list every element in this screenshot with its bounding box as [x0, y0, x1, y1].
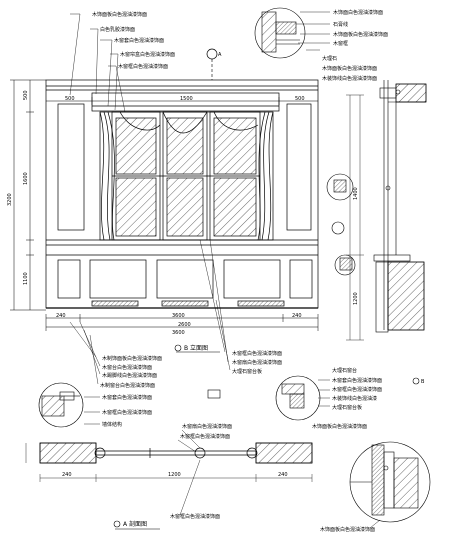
detail-top-right	[254, 7, 306, 59]
label-plan-left-1: 木窗框白色混油漆饰面	[102, 409, 152, 416]
label-bottom-3: 木制窗台白色混油漆饰面	[100, 382, 155, 389]
wainscot-panel-3	[156, 259, 214, 299]
elevation-title: B 立面图	[174, 344, 220, 353]
left-dimension	[10, 79, 46, 311]
label-bottom-0: 木制饰面板白色混油漆饰面	[102, 355, 162, 362]
section-marker-a: A	[206, 48, 222, 80]
dim-section-0: 240	[62, 472, 72, 478]
dim-height-total: 3200	[7, 193, 13, 206]
vertical-section	[373, 80, 427, 333]
plan-dims	[25, 443, 313, 482]
vent-1	[91, 300, 139, 307]
label-plan-left-0: 木窗套白色混油漆饰面	[102, 394, 152, 401]
wainscot-panel-2	[89, 259, 147, 299]
label-right-0: 木饰面白色混油漆饰面	[333, 9, 383, 16]
label-detail-5: 木饰面板白色混油漆饰面	[312, 423, 367, 430]
label-detail-0: 大理石窗台	[332, 367, 357, 374]
label-bottom-4: 木窗框白色混油漆饰面	[232, 350, 282, 357]
plan-section	[39, 442, 313, 464]
detail-mid-right	[207, 375, 321, 421]
wainscot-panel-4	[223, 259, 281, 299]
dim-top-0: 500	[65, 96, 75, 102]
section-title: A 剖面图	[113, 520, 160, 530]
label-detail-4: 大理石窗台板	[332, 404, 362, 411]
vent-3	[237, 300, 285, 307]
curtain-right	[257, 111, 274, 241]
top-dimension	[46, 97, 318, 105]
bottom-leaders	[69, 239, 231, 385]
label-detail-3: 木装饰线白色混油漆	[332, 395, 377, 402]
side-panel-left	[57, 103, 85, 231]
label-top-1: 白色乳胶漆饰面	[100, 26, 135, 33]
detail-circle-right	[326, 173, 356, 276]
label-right-1: 石膏线	[333, 21, 348, 28]
plan-left-leaders	[84, 396, 100, 425]
svg-text:B: B	[421, 379, 425, 385]
side-panel-right	[286, 103, 312, 231]
label-bottom-6: 大理石窗台板	[232, 368, 262, 375]
dim-height-1: 1600	[23, 172, 29, 185]
detail-bottom-right-leader	[369, 519, 381, 529]
label-bottom-1: 木窗台白色混油漆饰面	[102, 364, 152, 371]
dim-bottom-1: 3600	[172, 313, 185, 319]
label-plan-left-2: 墙体结构	[102, 421, 122, 428]
dim-bottom-0: 240	[56, 313, 66, 319]
dim-top-1: 1500	[180, 96, 193, 102]
dim-bottom-sub: 2600	[178, 322, 191, 328]
svg-text:B 立面图: B 立面图	[184, 344, 208, 352]
plan-center-leaders	[177, 429, 201, 516]
curtain-left	[99, 111, 115, 241]
label-right-2: 木饰面板白色混油漆饰面	[333, 31, 388, 38]
label-detail-2: 木窗框白色混油漆饰面	[332, 386, 382, 393]
section-title-right: B	[412, 377, 425, 385]
dim-section-1: 1200	[168, 472, 181, 478]
dim-bottom-2: 240	[292, 313, 302, 319]
detail-left	[38, 382, 84, 428]
wainscot-panel-1	[57, 259, 81, 299]
vent-2	[161, 300, 209, 307]
dim-bottom-total: 3600	[172, 330, 185, 336]
detail-labels-leaders	[318, 379, 330, 407]
svg-text:A 剖面图: A 剖面图	[123, 520, 147, 528]
dim-top-2: 500	[295, 96, 305, 102]
label-top-2: 木窗套白色混油漆饰面	[114, 37, 164, 44]
label-detail-bottom: 木饰面板白色混油漆饰面	[320, 526, 375, 533]
elevation-view	[45, 79, 319, 309]
detail-bottom-right	[349, 441, 431, 523]
dim-height-0: 500	[23, 90, 29, 100]
label-bottom-5: 木窗扇白色混油漆饰面	[232, 359, 282, 366]
wainscot-panel-5	[289, 259, 313, 299]
label-detail-1: 木窗套白色混油漆饰面	[332, 377, 382, 384]
dim-height-2: 1100	[23, 272, 29, 285]
label-bottom-2: 木踢脚线白色混油漆饰面	[102, 372, 157, 379]
vertical-section-dims	[346, 94, 364, 341]
right-top-leaders	[296, 11, 330, 51]
label-plan-bottom: 木窗框白色混油漆饰面	[170, 513, 220, 520]
label-right-4: 大理石	[322, 55, 337, 62]
label-top-4: 木窗框白色混油漆饰面	[118, 63, 168, 70]
label-top-0: 木饰面板白色混油漆饰面	[92, 11, 147, 18]
bottom-dimension	[45, 314, 319, 331]
svg-text:A: A	[218, 52, 222, 58]
label-right-6: 木装饰线白色混油漆饰面	[322, 75, 377, 82]
dim-right-0: 1400	[353, 187, 359, 200]
label-plan-0: 木窗扇白色混油漆饰面	[182, 423, 232, 430]
top-labels	[69, 13, 126, 113]
label-plan-1: 木窗框白色混油漆饰面	[180, 433, 230, 440]
label-right-5: 木饰面板白色混油漆饰面	[322, 65, 377, 72]
dim-section-2: 240	[278, 472, 288, 478]
label-top-3: 木窗帘盒白色混油漆饰面	[120, 51, 175, 58]
dim-right-1: 1200	[353, 292, 359, 305]
label-right-3: 木窗框	[333, 40, 348, 47]
